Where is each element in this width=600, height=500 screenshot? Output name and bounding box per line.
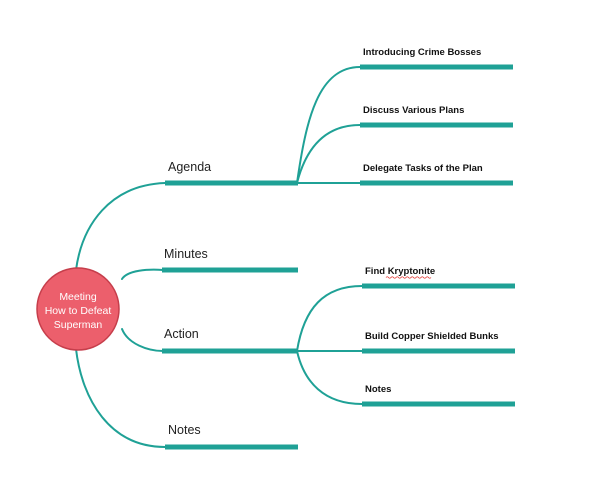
root-line-2: How to Defeat bbox=[45, 305, 112, 317]
spellcheck-underline bbox=[385, 276, 432, 279]
minutes-label[interactable]: Minutes bbox=[164, 247, 208, 261]
action-bar[interactable] bbox=[162, 348, 298, 354]
root-topic-node[interactable]: Meeting How to Defeat Superman bbox=[36, 267, 120, 351]
notes-label[interactable]: Notes bbox=[168, 423, 201, 437]
connector-action-child-3 bbox=[296, 350, 363, 405]
connector-agenda-child-2 bbox=[296, 124, 361, 184]
root-topic-circle[interactable] bbox=[36, 267, 120, 351]
action-label[interactable]: Action bbox=[164, 327, 199, 341]
agenda-child-3-label[interactable]: Delegate Tasks of the Plan bbox=[363, 163, 483, 174]
action-child-1-label[interactable]: Find Kryptonite bbox=[365, 266, 435, 277]
action-child-2-bar[interactable] bbox=[362, 348, 515, 354]
root-line-3: Superman bbox=[54, 319, 103, 331]
notes-bar[interactable] bbox=[165, 444, 298, 450]
agenda-child-3-bar[interactable] bbox=[360, 180, 513, 186]
agenda-child-1-label[interactable]: Introducing Crime Bosses bbox=[363, 47, 481, 58]
connector-root-action bbox=[121, 328, 164, 352]
root-line-1: Meeting bbox=[59, 291, 97, 303]
agenda-label[interactable]: Agenda bbox=[168, 160, 211, 174]
action-child-3-bar[interactable] bbox=[362, 401, 515, 407]
action-child-3-label[interactable]: Notes bbox=[365, 384, 391, 395]
agenda-bar[interactable] bbox=[165, 180, 298, 186]
connector-agenda-child-1 bbox=[296, 66, 361, 184]
agenda-child-1-bar[interactable] bbox=[360, 64, 513, 70]
action-child-2-label[interactable]: Build Copper Shielded Bunks bbox=[365, 331, 499, 342]
agenda-child-2-bar[interactable] bbox=[360, 122, 513, 128]
connector-root-minutes bbox=[121, 268, 164, 280]
connector-action-child-1 bbox=[296, 285, 363, 352]
action-child-1-bar[interactable] bbox=[362, 283, 515, 289]
connector-root-notes bbox=[75, 348, 166, 448]
minutes-bar[interactable] bbox=[162, 267, 298, 273]
connector-root-agenda bbox=[75, 182, 166, 271]
agenda-child-2-label[interactable]: Discuss Various Plans bbox=[363, 105, 464, 116]
